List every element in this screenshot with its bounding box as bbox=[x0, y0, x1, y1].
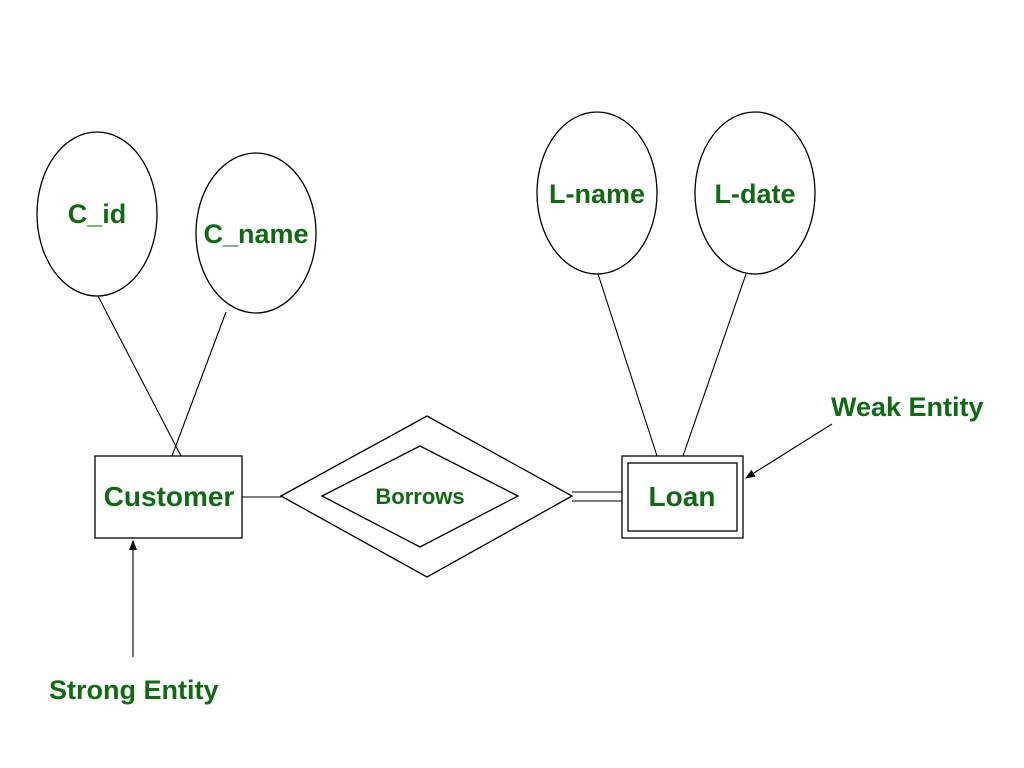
c-id-connector bbox=[97, 295, 182, 457]
weak-entity-arrow bbox=[745, 423, 833, 479]
l-name-connector bbox=[597, 273, 658, 457]
entity-loan: Loan bbox=[621, 455, 744, 539]
attribute-l-date-label: L-date bbox=[715, 179, 796, 209]
weak-entity-inner-box bbox=[627, 462, 738, 532]
attribute-ellipse bbox=[36, 131, 158, 297]
relationship-borrows-label: Borrows bbox=[375, 484, 464, 509]
relationship-borrows: Borrows bbox=[279, 415, 574, 578]
attribute-c-id: C_id bbox=[36, 131, 158, 297]
attribute-l-name-label: L-name bbox=[549, 179, 645, 209]
attribute-ellipse bbox=[536, 111, 658, 275]
c-name-connector bbox=[171, 311, 227, 457]
attribute-l-date: L-date bbox=[694, 111, 816, 275]
attribute-c-name-label: C_name bbox=[203, 219, 308, 249]
attribute-l-name: L-name bbox=[536, 111, 658, 275]
entity-customer-label: Customer bbox=[104, 481, 235, 512]
weak-entity-annotation: Weak Entity bbox=[831, 392, 984, 422]
l-date-connector bbox=[682, 273, 747, 457]
relationship-inner-diamond bbox=[320, 445, 520, 548]
strong-entity-annotation: Strong Entity bbox=[49, 675, 219, 705]
attribute-c-id-label: C_id bbox=[68, 199, 127, 229]
entity-box bbox=[94, 455, 243, 539]
entity-customer: Customer bbox=[94, 455, 243, 539]
attribute-ellipse bbox=[694, 111, 816, 275]
attribute-ellipse bbox=[195, 152, 317, 314]
entity-loan-label: Loan bbox=[649, 481, 716, 512]
attribute-c-name: C_name bbox=[195, 152, 317, 314]
